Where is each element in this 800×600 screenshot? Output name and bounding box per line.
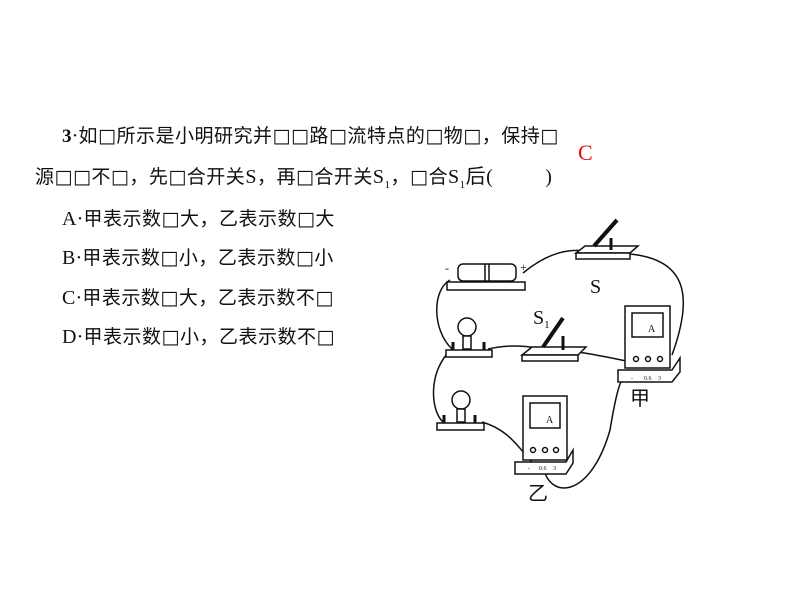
bulb-1 xyxy=(445,317,493,358)
ammeter-symbol: A xyxy=(546,415,554,426)
ammeter-yi-label: 乙 xyxy=(528,483,548,505)
terminal-0.6: 0.6 xyxy=(539,466,547,472)
ammeter-jia: A - 0.6 3 甲 xyxy=(617,305,681,410)
switch-s-ref: S xyxy=(245,166,257,188)
bulb-2 xyxy=(436,390,485,431)
switch-s: S xyxy=(573,218,640,298)
option-a: A·甲表示数□大，乙表示数□大 xyxy=(62,204,335,231)
question-text-2b: ，再□合开关 xyxy=(256,166,373,188)
switch-s1-ref-2: S xyxy=(447,166,460,188)
terminal-0.6: 0.6 xyxy=(644,376,652,382)
battery-plus: + xyxy=(520,260,527,274)
question-number: 3 xyxy=(62,126,72,147)
answer-mark: C xyxy=(578,140,593,165)
option-text: ·甲表示数□小，乙表示数不□ xyxy=(76,326,335,348)
option-letter: B xyxy=(62,247,76,269)
battery: - + xyxy=(445,260,527,291)
option-c: C·甲表示数□大，乙表示数不□ xyxy=(62,283,334,310)
terminal-minus: - xyxy=(528,466,530,472)
option-text: ·甲表示数□小，乙表示数□小 xyxy=(75,247,334,269)
terminal-minus: - xyxy=(631,376,633,382)
ammeter-jia-label: 甲 xyxy=(630,388,650,410)
terminal-3: 3 xyxy=(658,376,661,382)
switch-s-label: S xyxy=(590,276,601,298)
switch-s1: S1 xyxy=(519,307,588,362)
option-letter: C xyxy=(62,287,76,309)
subscript: 1 xyxy=(384,178,391,191)
option-text: ·甲表示数□大，乙表示数不□ xyxy=(75,287,334,309)
ammeter-symbol: A xyxy=(648,324,656,335)
subscript: 1 xyxy=(459,178,466,191)
switch-s1-label: S1 xyxy=(533,307,550,331)
option-letter: A xyxy=(62,208,77,230)
option-letter: D xyxy=(62,326,77,348)
question-line-2: 源□□不□，先□合开关S，再□合开关S1，□合S1后() xyxy=(35,160,552,191)
option-b: B·甲表示数□小，乙表示数□小 xyxy=(62,243,334,270)
option-d: D·甲表示数□小，乙表示数不□ xyxy=(62,322,335,349)
question-text-2d: 后( xyxy=(465,166,494,188)
battery-minus: - xyxy=(445,261,449,275)
switch-s1-ref: S xyxy=(372,166,385,188)
question-line-1: 3·如□所示是小明研究并□□路□流特点的□物□，保持□ xyxy=(62,121,559,148)
ammeter-yi: A - 0.6 3 乙 xyxy=(514,395,574,505)
question-text-2c: ，□合 xyxy=(390,166,448,188)
question-text-2a: 源□□不□，先□合开关 xyxy=(35,166,246,188)
terminal-3: 3 xyxy=(553,466,556,472)
option-text: ·甲表示数□大，乙表示数□大 xyxy=(76,208,335,230)
question-text-1: ·如□所示是小明研究并□□路□流特点的□物□，保持□ xyxy=(72,125,559,147)
answer-blank-close: ) xyxy=(545,166,553,188)
